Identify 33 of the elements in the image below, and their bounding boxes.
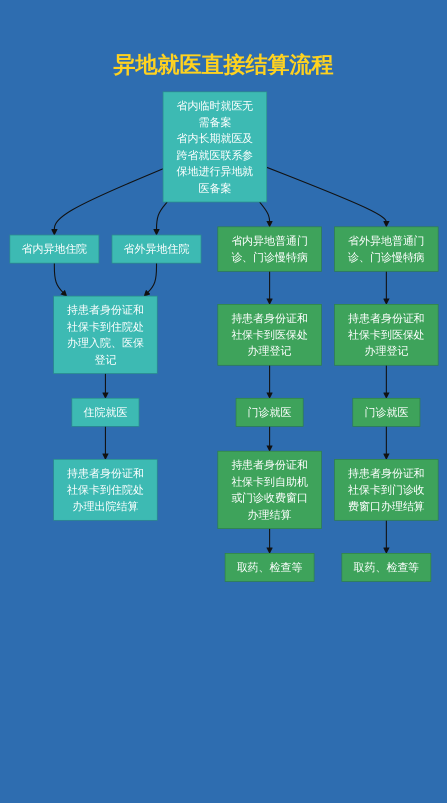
node-box: 持患者身份证和社保卡到门诊收费窗口办理结算 (334, 459, 438, 521)
arrow (382, 271, 390, 305)
arrow (266, 271, 272, 305)
arrow (382, 365, 390, 399)
node-box: 住院就医 (71, 398, 139, 427)
arrow (258, 202, 272, 228)
arrow (266, 365, 272, 399)
node-box: 持患者身份证和社保卡到医保处办理登记 (334, 304, 438, 366)
diagram-title: 异地就医直接结算流程 (114, 52, 334, 80)
node-box: 省外异地普通门诊、门诊慢特病 (334, 226, 438, 272)
arrow (382, 520, 390, 554)
node-box: 持患者身份证和社保卡到住院处办理入院、医保登记 (52, 296, 158, 374)
arrow (102, 374, 108, 399)
arrow (50, 168, 163, 236)
node-box: 持患者身份证和社保卡到自助机或门诊收费窗口办理结算 (216, 450, 322, 529)
node-box: 取药、检查等 (224, 552, 314, 582)
node-box: 省内异地住院 (8, 234, 99, 264)
node-box: 门诊就医 (235, 398, 304, 427)
node-box: 持患者身份证和社保卡到医保处办理登记 (216, 304, 322, 366)
arrow (152, 202, 168, 236)
node-box: 持患者身份证和社保卡到住院处办理出院结算 (52, 459, 158, 521)
arrow (266, 426, 272, 452)
arrow (102, 426, 108, 460)
arrow (266, 166, 390, 228)
node-box: 省内异地普通门诊、门诊慢特病 (216, 226, 322, 272)
node-box: 取药、检查等 (340, 552, 431, 582)
node-box: 省外异地住院 (111, 234, 201, 264)
node-box: 省内临时就医无需备案 省内长期就医及跨省就医联系参保地进行异地就医备案 (162, 91, 267, 202)
arrow (143, 263, 157, 296)
arrow (53, 263, 67, 296)
arrow (266, 528, 272, 554)
node-box: 门诊就医 (352, 398, 420, 427)
arrow (382, 426, 390, 460)
